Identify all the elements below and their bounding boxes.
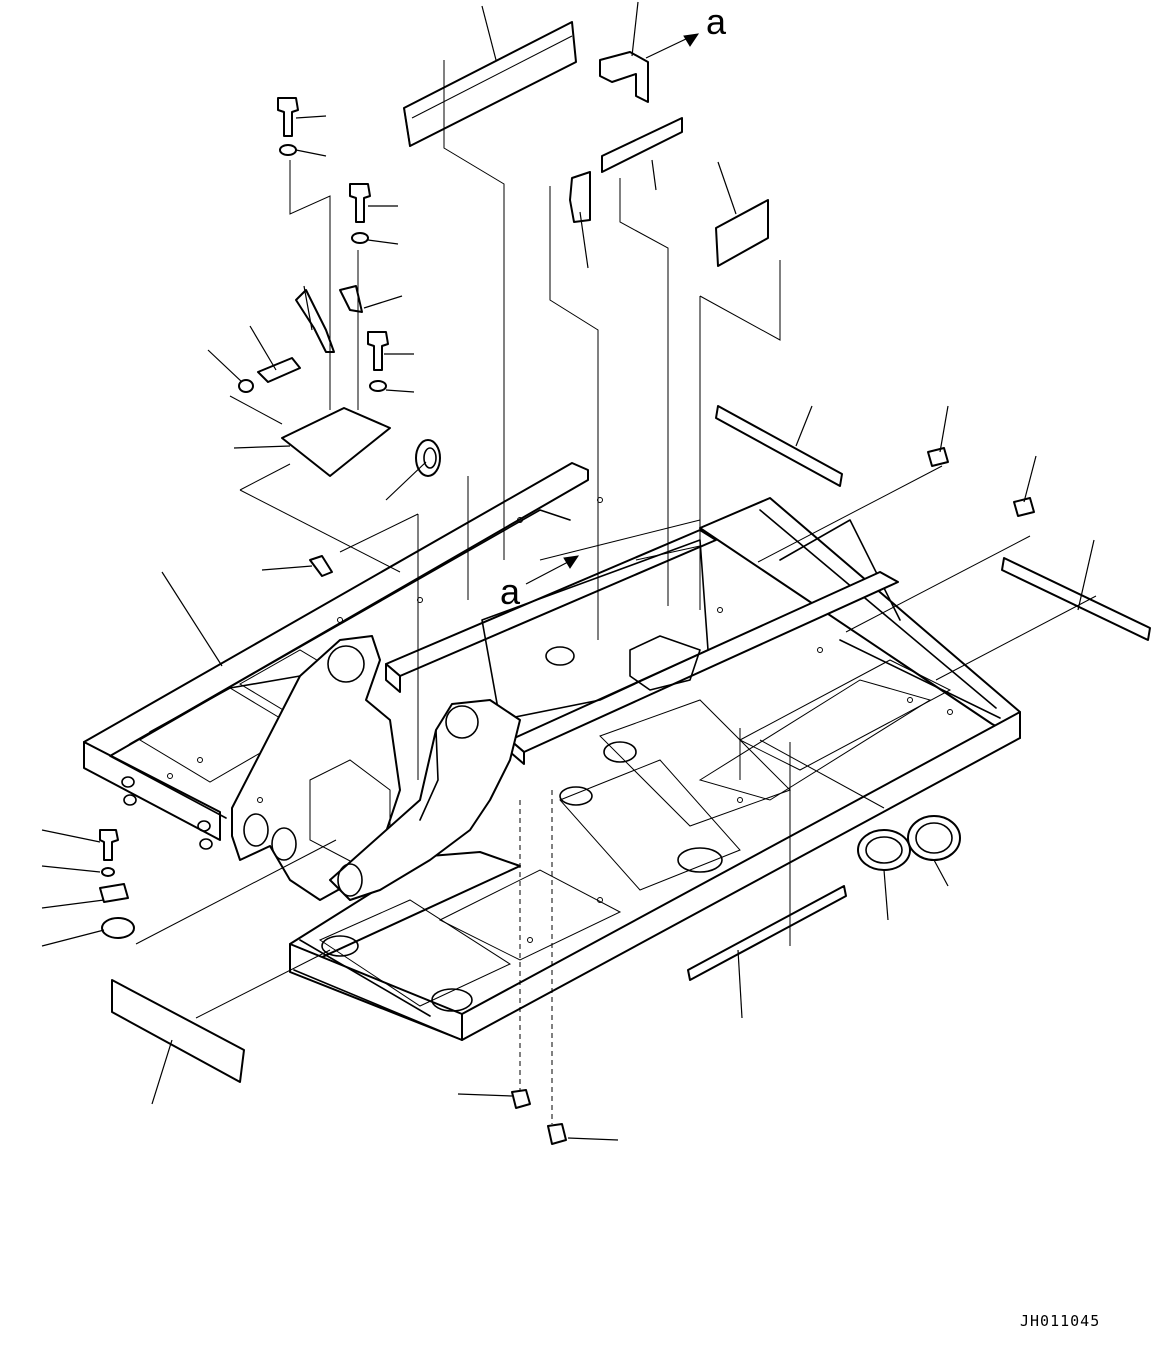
loose-parts xyxy=(99,21,1151,1145)
assembly-guides xyxy=(135,60,1097,1124)
arrow-marker-label: a xyxy=(500,571,521,612)
leader-lines xyxy=(41,1,1095,1141)
view-marker-label: a xyxy=(706,1,727,42)
view-arrows xyxy=(525,33,700,585)
drawing-code: JH011045 xyxy=(1020,1312,1101,1330)
